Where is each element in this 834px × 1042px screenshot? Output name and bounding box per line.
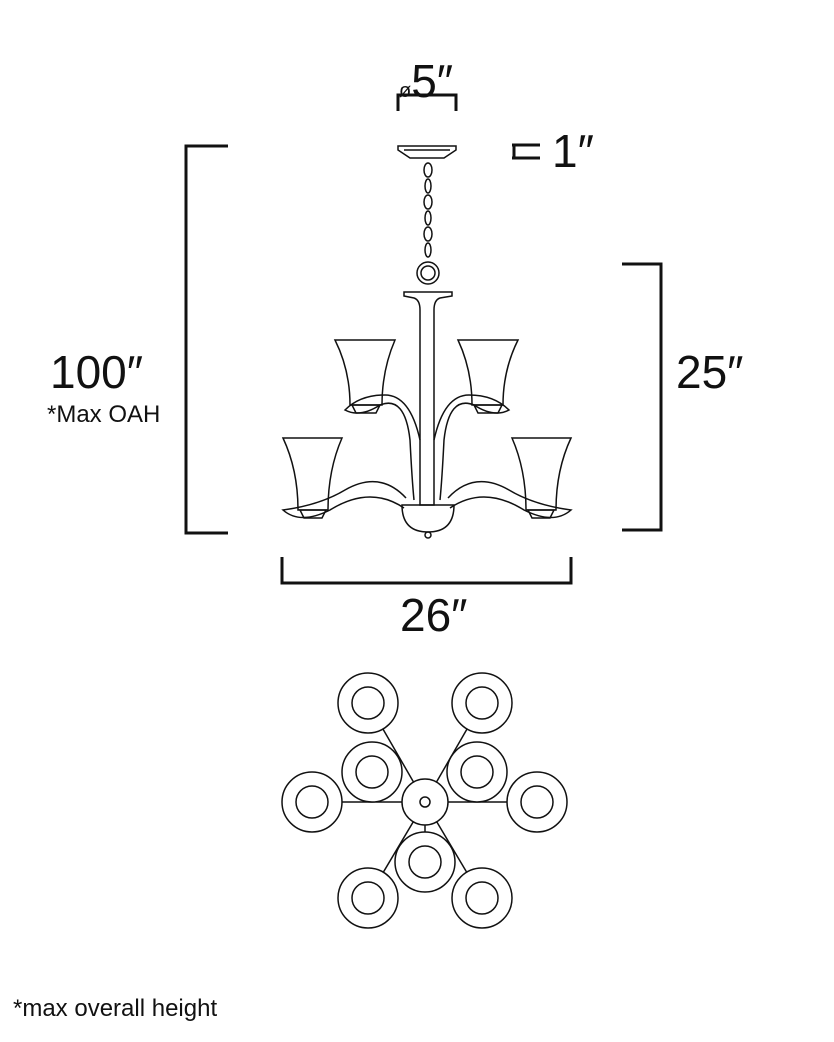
fixture-width-label: 26″ xyxy=(400,589,468,641)
footnote: *max overall height xyxy=(13,995,218,1022)
overall-height-note: *Max OAH xyxy=(47,401,161,428)
top-view-shade-inner xyxy=(351,881,385,915)
shade-lower-right xyxy=(510,437,573,519)
side-view xyxy=(281,145,573,539)
top-view-shade-inner xyxy=(408,845,442,879)
top-view-shade-outer xyxy=(451,867,513,929)
top-view-shade-inner xyxy=(460,755,494,789)
top-view-shade-outer xyxy=(341,741,403,803)
top-view-shade-inner xyxy=(295,785,329,819)
top-view-shade-inner xyxy=(351,686,385,720)
chain xyxy=(416,162,440,285)
top-view-shade-outer xyxy=(451,672,513,734)
fixture-height-bracket xyxy=(622,262,663,532)
top-view xyxy=(281,672,568,929)
top-view-shade-outer xyxy=(394,831,456,893)
top-view-shade-inner xyxy=(465,881,499,915)
canopy-height-bracket xyxy=(512,143,540,160)
canopy-height-label: 1″ xyxy=(552,125,594,177)
overall-height-label: 100″ xyxy=(50,346,144,398)
fixture-height-label: 25″ xyxy=(676,346,744,398)
diameter-symbol: ø xyxy=(399,80,412,102)
top-view-shade-inner xyxy=(355,755,389,789)
top-view-shade-outer xyxy=(337,867,399,929)
top-view-shade-inner xyxy=(465,686,499,720)
shade-lower-left xyxy=(281,437,344,519)
fixture-width-bracket xyxy=(280,557,573,585)
top-view-shade-outer xyxy=(281,771,343,833)
bowl xyxy=(401,504,455,533)
top-view-hub xyxy=(401,778,449,826)
canopy-diameter-label: ø5″ xyxy=(399,54,453,108)
top-view-shade-inner xyxy=(520,785,554,819)
overall-height-bracket xyxy=(184,144,228,535)
top-view-shade-outer xyxy=(337,672,399,734)
top-view-shade-outer xyxy=(446,741,508,803)
canopy xyxy=(397,145,457,159)
canopy-diameter-bracket xyxy=(396,93,458,111)
top-view-center xyxy=(419,796,431,808)
shade-upper-left xyxy=(333,339,397,414)
shade-upper-right xyxy=(456,339,520,414)
canopy-diameter-value: 5″ xyxy=(411,55,454,107)
top-view-shade-outer xyxy=(506,771,568,833)
